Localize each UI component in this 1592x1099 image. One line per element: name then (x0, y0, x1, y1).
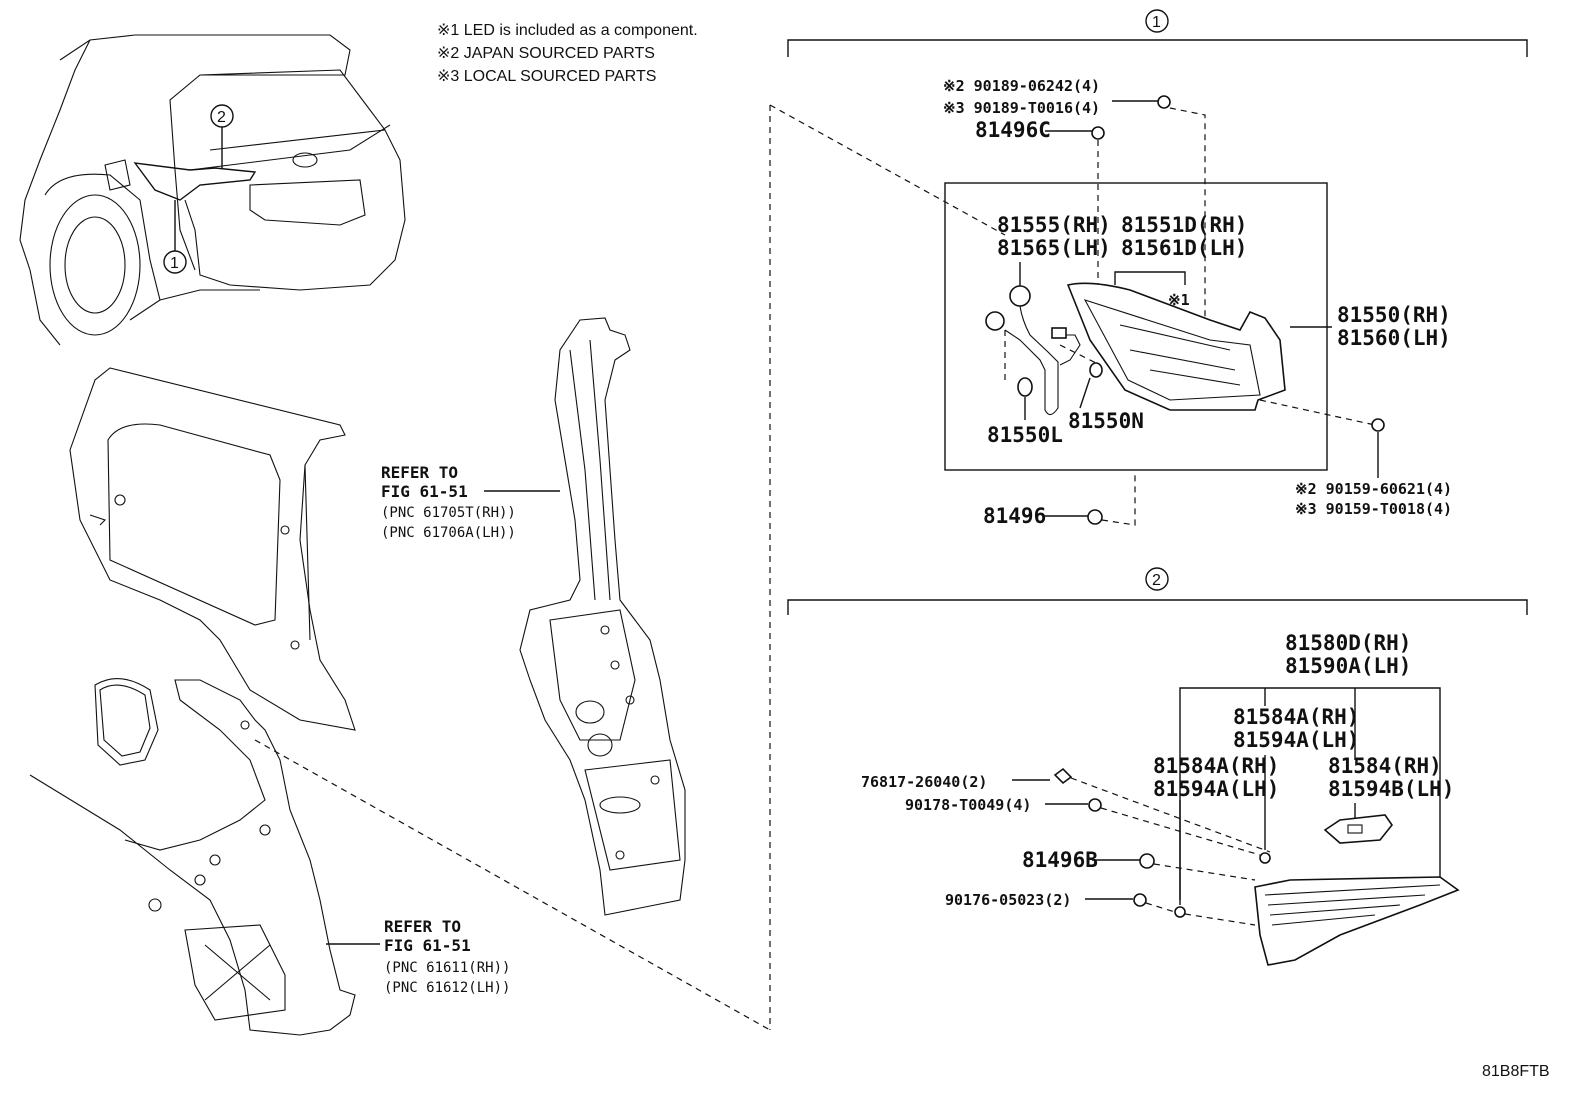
label-gasket-b-lh: 81594A(LH) (1153, 777, 1279, 801)
reference-lower: REFER TO FIG 61-51 (PNC 61611(RH)) (PNC … (326, 917, 510, 996)
group-2: 2 81580D(RH) 81590A(LH) 81584A(RH) 81594… (787, 567, 1528, 966)
label-socket-rh: 81555(RH) (997, 213, 1111, 237)
inner-lamp-body (1254, 876, 1460, 966)
ref-upper-title: REFER TO (381, 463, 458, 482)
label-nut-local: ※3 90159-T0018(4) (1295, 500, 1452, 518)
label-lens-rh: 81551D(RH) (1121, 213, 1247, 237)
label-wire-n: 81550N (1068, 409, 1144, 433)
note-led: ※1 LED is included as a component. (437, 22, 698, 39)
ref-upper-fig: FIG 61-51 (381, 482, 468, 501)
pillar-leader (254, 739, 771, 1031)
note-local: ※3 LOCAL SOURCED PARTS (437, 68, 656, 85)
ref-upper-pnc-rh: (PNC 61705T(RH)) (381, 505, 516, 521)
ref-lower-pnc-rh: (PNC 61611(RH)) (384, 960, 510, 976)
label-led-note: ※1 (1168, 291, 1190, 309)
reference-upper: REFER TO FIG 61-51 (PNC 61705T(RH)) (PNC… (381, 463, 560, 541)
label-lamp-rh: 81550(RH) (1337, 303, 1451, 327)
label-screw-local: ※3 90189-T0016(4) (943, 99, 1100, 117)
note-japan: ※2 JAPAN SOURCED PARTS (437, 45, 655, 62)
pillar-illustration (519, 317, 686, 916)
label-bulb-l: 81550L (987, 423, 1063, 447)
label-screw-jp: ※2 90189-06242(4) (943, 77, 1100, 95)
label-gasket-a-lh: 81594A(LH) (1233, 728, 1359, 752)
wheel-house-illustration (29, 678, 356, 1036)
ref-lower-title: REFER TO (384, 917, 461, 936)
label-lens-lh: 81561D(LH) (1121, 236, 1247, 260)
notes-block: ※1 LED is included as a component. ※2 JA… (437, 22, 698, 85)
nut-icon (1371, 418, 1385, 432)
label-clip-c: 81496C (975, 118, 1051, 142)
label-screw-90178: 90178-T0049(4) (905, 796, 1031, 814)
screw-icon (1157, 95, 1171, 109)
label-socket-lh: 81565(LH) (997, 236, 1111, 260)
clip-76817-icon (1053, 767, 1073, 785)
gasket-shape (1323, 814, 1393, 844)
group-1: 1 ※2 90189-06242(4) ※3 90189-T0016(4) 81… (787, 9, 1528, 528)
screw-90178-icon (1088, 798, 1102, 812)
screw-90176-icon (1133, 893, 1147, 907)
label-gasket-c-lh: 81594B(LH) (1328, 777, 1454, 801)
ref-lower-fig: FIG 61-51 (384, 936, 471, 955)
group-1-number: 1 (1152, 14, 1161, 31)
label-nut-jp: ※2 90159-60621(4) (1295, 480, 1452, 498)
clip-c-icon (1091, 126, 1105, 140)
label-g2-lamp-lh: 81590A(LH) (1285, 654, 1411, 678)
vehicle-callout-2: 2 (217, 109, 226, 126)
ref-upper-pnc-lh: (PNC 61706A(LH)) (381, 525, 516, 541)
label-g2-lamp-rh: 81580D(RH) (1285, 631, 1411, 655)
label-clip: 81496 (983, 504, 1046, 528)
diagram-code: 81B8FTB (1482, 1063, 1550, 1080)
clip-icon (1087, 509, 1103, 525)
clip-b-icon (1139, 853, 1155, 869)
label-clip-b: 81496B (1022, 848, 1098, 872)
label-gasket-b-rh: 81584A(RH) (1153, 754, 1279, 778)
group-2-number: 2 (1152, 572, 1161, 589)
label-lamp-lh: 81560(LH) (1337, 326, 1451, 350)
label-clip-76817: 76817-26040(2) (861, 773, 987, 791)
vehicle-rear-illustration: 2 1 (19, 34, 406, 346)
tail-lamp-body (1066, 282, 1286, 411)
label-gasket-c-rh: 81584(RH) (1328, 754, 1442, 778)
label-screw-90176: 90176-05023(2) (945, 891, 1071, 909)
vehicle-callout-1: 1 (170, 255, 179, 272)
label-gasket-a-rh: 81584A(RH) (1233, 705, 1359, 729)
ref-lower-pnc-lh: (PNC 61612(LH)) (384, 980, 510, 996)
quarter-panel-illustration (69, 367, 356, 731)
